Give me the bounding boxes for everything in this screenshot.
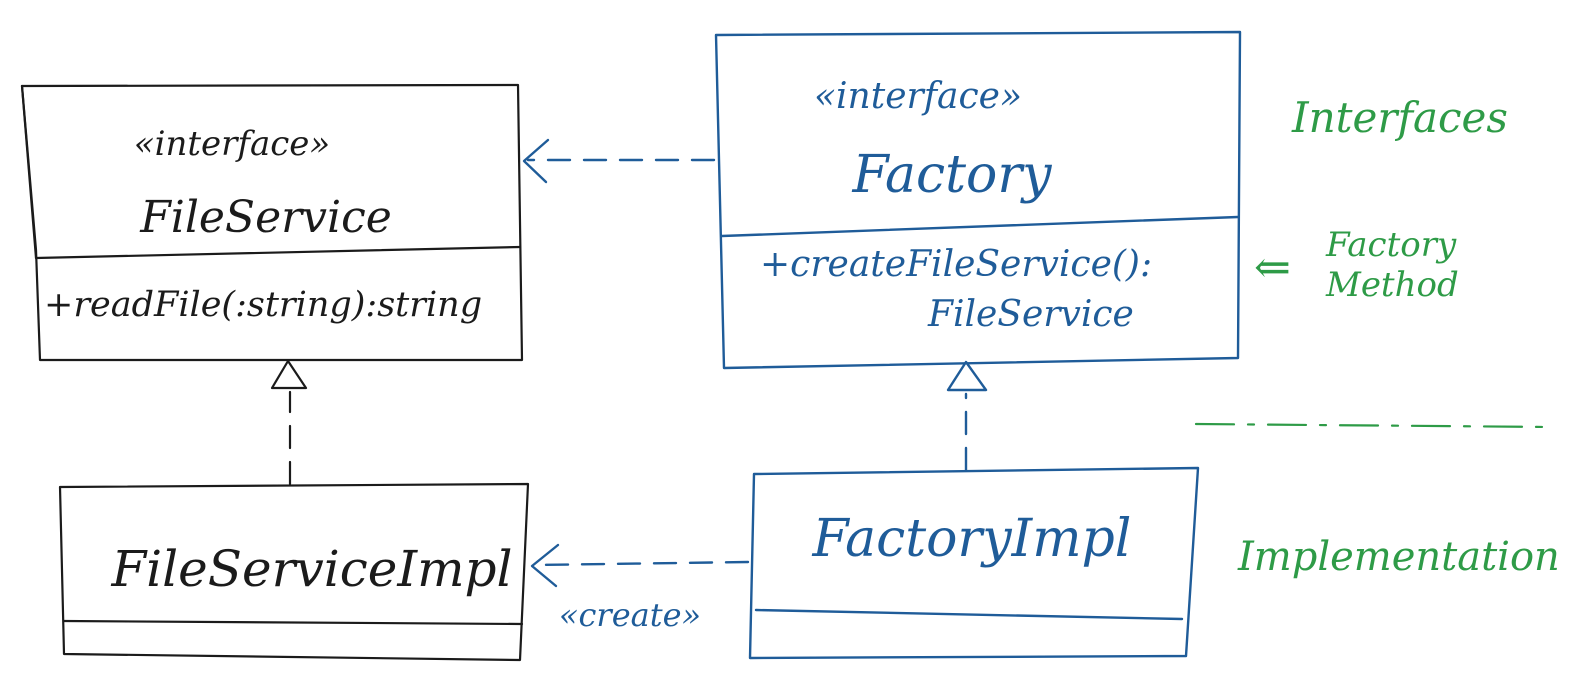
factory-method-line1: +createFileService(): (760, 244, 1152, 285)
file-service-impl-box-outline (58, 482, 530, 662)
file-service-impl-class-name: FileServiceImpl (110, 540, 512, 598)
factory-impl-realizes-factory (946, 360, 988, 472)
realization-triangle-right (946, 360, 988, 392)
create-dependency-arrowhead (530, 543, 560, 588)
implementation-annotation: Implementation (1237, 534, 1560, 580)
factory-interface-box: «interface» Factory +createFileService()… (714, 30, 1242, 370)
factory-to-file-service-dependency (522, 138, 716, 184)
factory-impl-creates-file-service-impl: «create» (530, 543, 750, 634)
realization-triangle-left (270, 359, 308, 390)
factory-method-arrow-icon: ⇐ (1254, 242, 1291, 293)
factory-impl-box: FactoryImpl (748, 466, 1200, 660)
factory-box-outline (714, 30, 1242, 370)
interfaces-annotation: Interfaces (1291, 93, 1508, 142)
factory-stereotype: «interface» (814, 76, 1022, 117)
factory-box-divider (720, 215, 1240, 238)
factory-class-name: Factory (851, 145, 1052, 205)
file-service-stereotype: «interface» (134, 124, 330, 164)
factory-method-annotation-line2: Method (1325, 265, 1459, 305)
file-service-class-name: FileService (139, 192, 392, 243)
create-dependency-line (534, 560, 750, 567)
file-service-interface-box: «interface» FileService +readFile(:strin… (20, 83, 524, 362)
factory-method-annotation-line1: Factory (1325, 225, 1457, 265)
factory-impl-class-name: FactoryImpl (812, 509, 1132, 569)
create-stereotype-label: «create» (559, 596, 701, 634)
file-service-box-divider (34, 245, 522, 260)
layer-annotations: Interfaces ⇐ Factory Method Implementati… (1194, 93, 1560, 580)
file-service-impl-box-divider (62, 619, 524, 626)
factory-impl-box-divider (754, 608, 1184, 621)
file-service-impl-box: FileServiceImpl (58, 482, 530, 662)
file-service-method: +readFile(:string):string (44, 285, 482, 325)
factory-method-line2: FileService (927, 294, 1134, 335)
dependency-arrowhead-top (522, 138, 550, 184)
file-service-impl-realizes-file-service (270, 359, 308, 486)
factory-impl-box-outline (748, 466, 1200, 660)
file-service-box-left-edge (20, 84, 38, 260)
layer-separator-line (1194, 422, 1554, 429)
